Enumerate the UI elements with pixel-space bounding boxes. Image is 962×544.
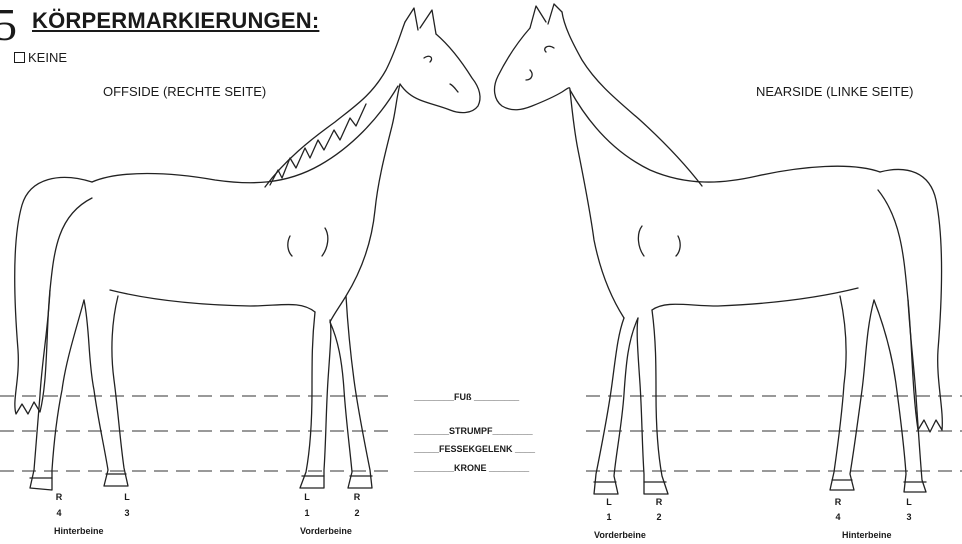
offside-label: OFFSIDE (RECHTE SEITE) bbox=[103, 84, 266, 99]
leg-number-3-left: 3 bbox=[119, 508, 135, 518]
leg-letter-r2-right: R bbox=[651, 497, 667, 507]
hind-legs-label-left: Hinterbeine bbox=[54, 526, 104, 536]
leg-number-4-right: 4 bbox=[830, 512, 846, 522]
leg-letter-l1-right: L bbox=[601, 497, 617, 507]
leg-number-4-left: 4 bbox=[51, 508, 67, 518]
leg-letter-l1-left: L bbox=[299, 492, 315, 502]
leg-letter-l3-left: L bbox=[119, 492, 135, 502]
leg-number-1-right: 1 bbox=[601, 512, 617, 522]
legend-fuss: ________FUß _________ bbox=[414, 392, 519, 402]
legend-fesselgelenk: _____FESSEKGELENK ____ bbox=[414, 444, 535, 454]
legend-krone: ________KRONE ________ bbox=[414, 463, 529, 473]
none-option[interactable]: KEINE bbox=[14, 50, 67, 65]
nearside-horse-outline bbox=[495, 4, 943, 494]
leg-number-1-left: 1 bbox=[299, 508, 315, 518]
page-title: KÖRPERMARKIERUNGEN: bbox=[32, 8, 319, 34]
leg-number-2-left: 2 bbox=[349, 508, 365, 518]
leg-letter-r4-left: R bbox=[51, 492, 67, 502]
leg-letter-r2-left: R bbox=[349, 492, 365, 502]
hind-legs-label-right: Hinterbeine bbox=[842, 530, 892, 540]
none-label: KEINE bbox=[28, 50, 67, 65]
offside-horse-outline bbox=[15, 8, 480, 490]
none-checkbox[interactable] bbox=[14, 52, 25, 63]
leg-letter-l3-right: L bbox=[901, 497, 917, 507]
front-legs-label-left: Vorderbeine bbox=[300, 526, 352, 536]
leg-letter-r4-right: R bbox=[830, 497, 846, 507]
front-legs-label-right: Vorderbeine bbox=[594, 530, 646, 540]
legend-strumpf: _______STRUMPF________ bbox=[414, 426, 533, 436]
nearside-label: NEARSIDE (LINKE SEITE) bbox=[756, 84, 913, 99]
leg-number-3-right: 3 bbox=[901, 512, 917, 522]
section-number: 5 bbox=[0, 2, 17, 48]
leg-number-2-right: 2 bbox=[651, 512, 667, 522]
